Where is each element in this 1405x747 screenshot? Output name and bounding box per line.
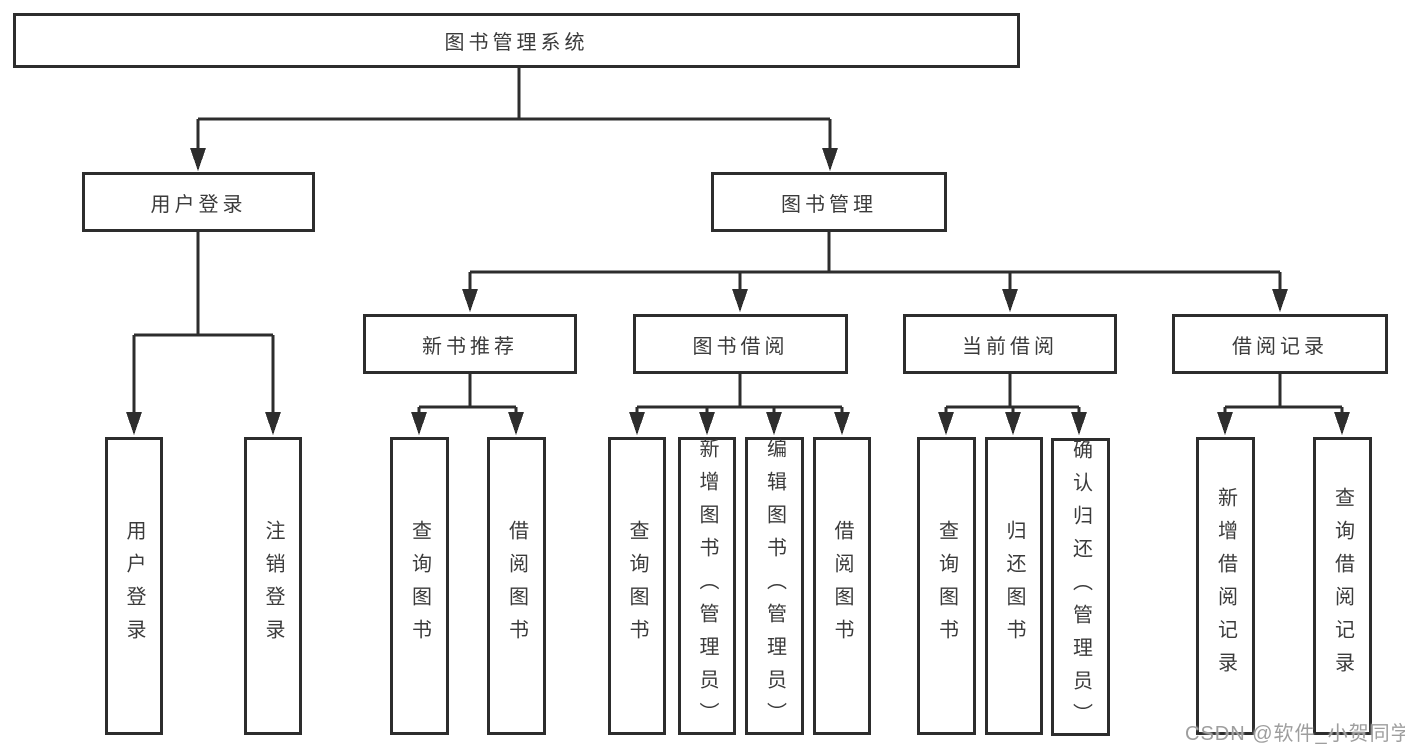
- node-user-login-label: 用户登录: [150, 193, 247, 216]
- arrow-down-icon: [265, 412, 281, 435]
- leaf-rec-borrow-books: 借阅图书: [487, 437, 546, 735]
- arrow-down-icon: [126, 412, 142, 435]
- leaf-rec-borrow-books-label: 借阅图书: [505, 520, 528, 652]
- arrow-down-icon: [822, 148, 838, 171]
- arrow-down-icon: [1005, 412, 1021, 435]
- leaf-user-login-label: 用户登录: [123, 520, 145, 652]
- leaf-rec-query-books: 查询图书: [390, 437, 449, 735]
- leaf-rec-query-books-label: 查询图书: [408, 520, 431, 652]
- arrow-down-icon: [938, 412, 954, 435]
- arrow-down-icon: [411, 412, 427, 435]
- node-user-login: 用户登录: [82, 172, 315, 232]
- arrow-down-icon: [732, 289, 748, 312]
- leaf-borrow-query-books: 查询图书: [608, 437, 666, 735]
- watermark: CSDN @软件_小贺同学: [1185, 723, 1405, 745]
- leaf-borrow-edit-books: 编辑图书（管理员）: [745, 437, 804, 735]
- leaf-records-add-record-label: 新增借阅记录: [1214, 487, 1237, 685]
- connector-book-mgmt-to-level3: [468, 232, 1282, 291]
- node-new-book-rec-label: 新书推荐: [422, 335, 518, 358]
- arrow-down-icon: [1334, 412, 1350, 435]
- node-root-label: 图书管理系统: [444, 32, 589, 54]
- leaf-records-add-record: 新增借阅记录: [1196, 437, 1255, 735]
- arrow-down-icon: [629, 412, 645, 435]
- leaf-current-confirm-return-label: 确认归还（管理员）: [1069, 438, 1092, 736]
- node-book-mgmt-label: 图书管理: [781, 193, 877, 216]
- leaf-borrow-add-books-label: 新增图书（管理员）: [696, 437, 718, 735]
- leaf-borrow-query-books-label: 查询图书: [626, 520, 648, 652]
- connector-new-book-rec-to-leaves: [417, 374, 518, 415]
- arrow-down-icon: [1272, 289, 1288, 312]
- leaf-records-query-record: 查询借阅记录: [1313, 437, 1372, 735]
- leaf-borrow-borrow-books-label: 借阅图书: [831, 520, 853, 652]
- arrow-down-icon: [1071, 412, 1087, 435]
- connector-borrow-records-to-leaves: [1223, 374, 1344, 415]
- leaf-logout: 注销登录: [244, 437, 302, 735]
- leaf-current-return-books: 归还图书: [985, 437, 1043, 735]
- arrow-down-icon: [834, 412, 850, 435]
- leaf-current-confirm-return: 确认归还（管理员）: [1051, 438, 1110, 736]
- leaf-current-query-books-label: 查询图书: [935, 520, 958, 652]
- leaf-current-query-books: 查询图书: [917, 437, 976, 735]
- leaf-current-return-books-label: 归还图书: [1003, 520, 1025, 652]
- arrow-down-icon: [462, 289, 478, 312]
- node-book-borrow-label: 图书借阅: [692, 335, 789, 358]
- leaf-records-query-record-label: 查询借阅记录: [1331, 487, 1354, 685]
- leaf-borrow-add-books: 新增图书（管理员）: [678, 437, 736, 735]
- connector-root-to-level2: [196, 68, 832, 151]
- leaf-borrow-edit-books-label: 编辑图书（管理员）: [763, 437, 786, 735]
- arrow-down-icon: [508, 412, 524, 435]
- node-current-borrow-label: 当前借阅: [962, 335, 1058, 358]
- connector-current-borrow-to-leaves: [944, 374, 1081, 415]
- node-book-borrow: 图书借阅: [633, 314, 848, 374]
- leaf-borrow-borrow-books: 借阅图书: [813, 437, 871, 735]
- node-new-book-rec: 新书推荐: [363, 314, 577, 374]
- arrow-down-icon: [766, 412, 782, 435]
- leaf-logout-label: 注销登录: [262, 520, 284, 652]
- leaf-user-login: 用户登录: [105, 437, 163, 735]
- arrow-down-icon: [699, 412, 715, 435]
- arrow-down-icon: [1002, 289, 1018, 312]
- node-current-borrow: 当前借阅: [903, 314, 1117, 374]
- node-book-mgmt: 图书管理: [711, 172, 947, 232]
- arrow-down-icon: [190, 148, 206, 171]
- node-root: 图书管理系统: [13, 13, 1020, 68]
- node-borrow-records-label: 借阅记录: [1232, 335, 1328, 358]
- arrow-down-icon: [1217, 412, 1233, 435]
- connector-book-borrow-to-leaves: [635, 374, 844, 415]
- connector-user-login-to-leaves: [132, 232, 275, 414]
- node-borrow-records: 借阅记录: [1172, 314, 1388, 374]
